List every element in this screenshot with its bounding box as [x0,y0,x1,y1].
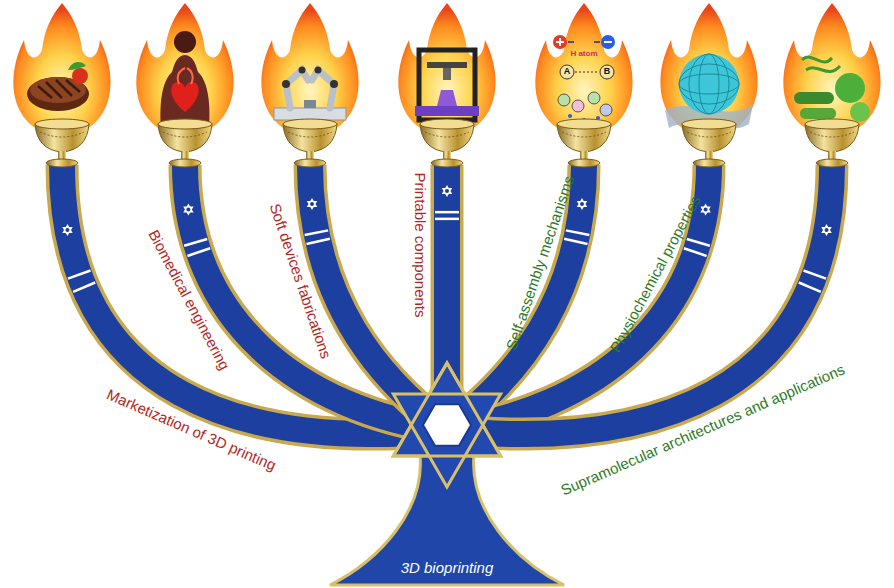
branch-flower [183,207,193,216]
branch-flower [577,201,587,210]
branch-label: Physiochemical properties [606,192,704,355]
branch-stripe [305,230,329,235]
branch-flower [445,189,449,193]
icon-label: H atom [570,50,597,59]
branch-label: Self-assembly mechanisms [503,174,579,353]
branch-flower [62,227,72,236]
branch-gold-edge [310,165,447,430]
branch-flower [310,202,314,206]
node-text: Biomedical engineering [145,227,233,373]
branch-flower [825,228,829,232]
node-text: Supramolecular architectures and applica… [558,360,847,498]
branch-label: Biomedical engineering [144,227,233,373]
branch-stripe [799,283,821,292]
branch-gold-edge [185,165,447,430]
torso-heart-icon [160,31,209,128]
branch-flower [821,227,831,236]
node-text: 3D bioprinting [401,559,494,576]
branch-flower [307,201,317,210]
branch-band [185,165,447,430]
node-text: Physiochemical properties [606,192,703,355]
branch-stripe [187,248,210,256]
node-text: Marketization of 3D printing [105,385,279,473]
base-label: 3D bioprinting [401,559,494,577]
molecule-icon [553,35,615,122]
branch-stripe [73,283,95,292]
branch-stripe [566,230,590,235]
branch-flower [186,208,190,212]
robot-arms-icon [274,67,346,121]
branch-flower [580,202,584,206]
tubes-spheres-icon [794,57,870,122]
branch-band [447,165,709,430]
branch-stripe [684,248,707,256]
printer-icon [415,50,479,120]
icon-label: B [604,67,611,77]
branch-stripe [687,239,710,246]
branch-gold-edge [447,165,709,430]
branch-stripe [803,271,826,279]
icon-label: A [564,67,571,77]
branch-label: Printable components [410,172,428,317]
steak-icon [27,62,89,111]
cups [35,119,859,167]
branch-stripe [564,239,587,244]
star-of-david [393,363,500,487]
branch-stripe [435,211,459,214]
node-text: Soft devices fabrications [267,201,335,360]
branch-flower [442,188,452,197]
branch-label: Soft devices fabrications [266,201,335,361]
node-text: Printable components [411,172,428,317]
branch-stripe [68,271,91,279]
branch-label: Marketization of 3D printing [104,385,279,474]
branch-stripe [435,218,459,221]
branch-stripe [184,239,207,246]
branch-flower [704,208,708,212]
branch-band [310,165,447,430]
sphere-mesh-icon [665,54,753,129]
flames [13,3,880,138]
branch-stripe [306,239,329,244]
node-text: Self-assembly mechanisms [503,174,578,352]
branch-flower [65,228,69,232]
branch-label: Supramolecular architectures and applica… [558,360,847,499]
branch-flower [700,207,710,216]
